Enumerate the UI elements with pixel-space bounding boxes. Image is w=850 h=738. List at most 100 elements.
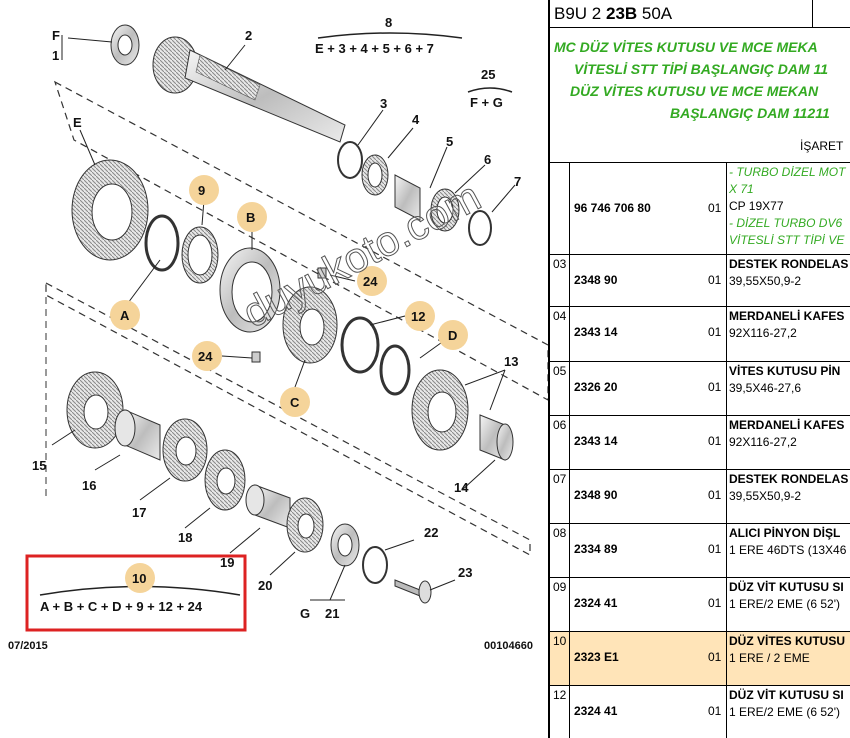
- ref-prefix: B9U 2: [554, 4, 606, 23]
- row-index: 12: [550, 686, 570, 738]
- part-number[interactable]: 2326 20: [574, 380, 618, 394]
- part-number[interactable]: 96 746 706 80: [574, 201, 651, 215]
- part-description: 39,55X50,9-2: [729, 489, 802, 503]
- exploded-diagram: F 1 2 8 E + 3 + 4 + 5 + 6 + 7 25 F + G 3…: [8, 15, 548, 652]
- part-description: DESTEK RONDELAS: [729, 257, 849, 271]
- reference-header: B9U 2 23B 50A: [550, 0, 850, 28]
- label-3: 3: [380, 96, 388, 111]
- label-18: 18: [178, 530, 193, 545]
- part-description: MERDANELİ KAFES: [729, 309, 845, 323]
- table-row[interactable]: 06 2343 14 01 MERDANELİ KAFES 92X116-27,2: [550, 415, 850, 470]
- part-description: VİTESLİ STT TİPİ VE: [729, 233, 845, 247]
- part-description: X 71: [729, 182, 754, 196]
- note-line: DÜZ VİTES KUTUSU VE MCE MEKAN: [570, 83, 819, 99]
- pin-24-left: [251, 351, 261, 363]
- diagram-drawing: [25, 24, 548, 632]
- part-description: 92X116-27,2: [729, 326, 797, 340]
- part-description: CP 19X77: [729, 199, 784, 213]
- row-index: 09: [550, 578, 570, 632]
- label-14: 14: [454, 480, 469, 495]
- label-6: 6: [484, 152, 492, 167]
- ring-d: [379, 344, 411, 396]
- table-row[interactable]: 05 2326 20 01 VİTES KUTUSU PİN 39,5X46-27,6: [550, 361, 850, 416]
- highlight-12: [405, 301, 435, 331]
- diagram-date: 07/2015: [8, 640, 48, 652]
- quantity: 01: [708, 488, 722, 502]
- label-10-formula: A + B + C + D + 9 + 12 + 24: [40, 599, 203, 614]
- row-index: 05: [550, 362, 570, 416]
- highlight-d: [438, 320, 468, 350]
- row-index: 08: [550, 524, 570, 578]
- label-d: D: [448, 328, 458, 343]
- label-8: 8: [385, 15, 393, 30]
- ref-bold: 23B: [605, 4, 638, 23]
- application-notes: MC DÜZ VİTES KUTUSU VE MCE MEKA VİTESLİ …: [550, 36, 850, 124]
- part-number[interactable]: 2324 41: [574, 596, 618, 610]
- part-description: 92X116-27,2: [729, 435, 797, 449]
- row-index: 03: [550, 255, 570, 307]
- row-index: 07: [550, 470, 570, 524]
- part-description: VİTES KUTUSU PİN: [729, 364, 841, 378]
- bolt-23: [394, 579, 421, 597]
- row-index: 04: [550, 307, 570, 362]
- highlight-24b: [192, 341, 222, 371]
- row-index: [550, 163, 570, 255]
- label-8-formula: E + 3 + 4 + 5 + 6 + 7: [315, 41, 434, 56]
- label-23: 23: [458, 565, 473, 580]
- ring-a: [144, 214, 180, 272]
- note-line: BAŞLANGIÇ DAM 11211: [670, 105, 830, 121]
- part-number[interactable]: 2348 90: [574, 488, 618, 502]
- label-24a: 24: [363, 274, 378, 289]
- label-5: 5: [446, 134, 454, 149]
- highlight-b: [237, 202, 267, 232]
- quantity: 01: [708, 201, 722, 215]
- row-index: 10: [550, 632, 570, 686]
- label-20: 20: [258, 578, 273, 593]
- kit-frame: [25, 554, 247, 632]
- highlight-a: [110, 300, 140, 330]
- part-number[interactable]: 2348 90: [574, 273, 618, 287]
- quantity: 01: [708, 434, 722, 448]
- row-index: 06: [550, 416, 570, 470]
- part-description: 1 ERE/2 EME (6 52'): [729, 705, 840, 719]
- part-description: 39,5X46-27,6: [729, 381, 802, 395]
- part-description: DÜZ VİT KUTUSU SI: [729, 688, 844, 702]
- quantity: 01: [708, 380, 722, 394]
- label-b: B: [246, 210, 256, 225]
- label-4: 4: [412, 112, 420, 127]
- part-description: MERDANELİ KAFES: [729, 418, 845, 432]
- note-line: VİTESLİ STT TİPİ BAŞLANGIÇ DAM 11: [574, 61, 829, 77]
- label-25: 25: [481, 67, 496, 82]
- quantity: 01: [708, 542, 722, 556]
- part-description: 39,55X50,9-2: [729, 274, 802, 288]
- part-number[interactable]: 2334 89: [574, 542, 618, 556]
- label-12: 12: [411, 309, 426, 324]
- label-1: 1: [52, 48, 60, 63]
- label-c: C: [290, 395, 300, 410]
- parts-panel: B9U 2 23B 50A MC DÜZ VİTES KUTUSU VE MCE…: [548, 0, 850, 738]
- note-line: MC DÜZ VİTES KUTUSU VE MCE MEKA: [554, 39, 818, 55]
- pin-5: [394, 174, 421, 221]
- part-number[interactable]: 2324 41: [574, 704, 618, 718]
- part-number[interactable]: 2343 14: [574, 434, 618, 448]
- label-7: 7: [514, 174, 522, 189]
- label-f: F: [52, 28, 60, 43]
- reference-code: B9U 2 23B 50A: [554, 4, 672, 24]
- part-number[interactable]: 2323 E1: [574, 650, 619, 664]
- label-21: 21: [325, 606, 340, 621]
- label-19: 19: [220, 555, 235, 570]
- diagram-code: 00104660: [484, 640, 533, 652]
- label-g: G: [300, 606, 311, 621]
- quantity: 01: [708, 650, 722, 664]
- label-e: E: [73, 115, 82, 130]
- label-10: 10: [132, 571, 147, 586]
- part-number[interactable]: 2343 14: [574, 325, 618, 339]
